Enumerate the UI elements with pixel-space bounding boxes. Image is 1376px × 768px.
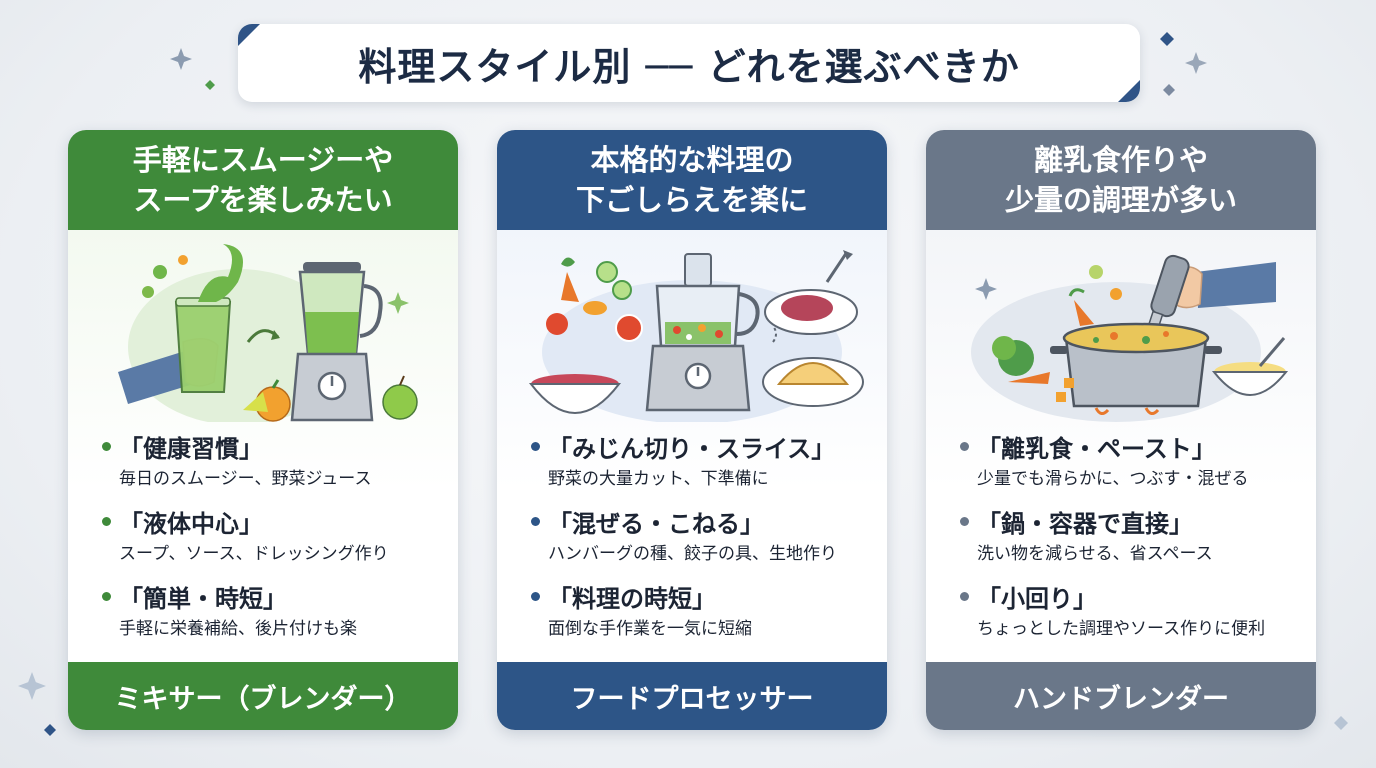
sparkle-icon	[205, 80, 215, 90]
list-item: 「液体中心」 スープ、ソース、ドレッシング作り	[102, 505, 448, 564]
bullet-icon	[960, 516, 969, 526]
card-hand-blender: 離乳食作りや 少量の調理が多い	[926, 130, 1316, 730]
sparkle-icon	[1185, 52, 1207, 74]
feature-desc: 手軽に栄養補給、後片付けも楽	[119, 619, 357, 639]
list-item: 「小回り」 ちょっとした調理やソース作りに便利	[960, 580, 1306, 639]
feature-desc: 面倒な手作業を一気に短縮	[548, 619, 752, 639]
card-heading-line: 本格的な料理の	[590, 143, 794, 177]
list-item: 「健康習慣」 毎日のスムージー、野菜ジュース	[102, 430, 448, 489]
card-heading: 手軽にスムージーや スープを楽しみたい	[68, 130, 458, 230]
bullet-icon	[960, 441, 969, 451]
sparkle-icon	[18, 672, 46, 700]
card-heading-line: 手軽にスムージーや	[132, 143, 394, 177]
feature-title: 「混ぜる・こねる」	[548, 509, 764, 538]
card-heading-line: スープを楽しみたい	[133, 183, 393, 217]
feature-list: 「みじん切り・スライス」 野菜の大量カット、下準備に 「混ぜる・こねる」 ハンバ…	[531, 430, 877, 655]
feature-desc: ハンバーグの種、餃子の具、生地作り	[548, 544, 837, 564]
blender-smoothie-icon	[118, 244, 418, 422]
feature-title: 「料理の時短」	[548, 584, 716, 613]
card-food-processor: 本格的な料理の 下ごしらえを楽に	[497, 130, 887, 730]
feature-desc: ちょっとした調理やソース作りに便利	[977, 619, 1266, 639]
card-body: 「離乳食・ペースト」 少量でも滑らかに、つぶす・混ぜる 「鍋・容器で直接」 洗い…	[926, 230, 1316, 662]
list-item: 「みじん切り・スライス」 野菜の大量カット、下準備に	[531, 430, 877, 489]
sparkle-icon	[1334, 716, 1348, 730]
card-footer-label: ミキサー（ブレンダー）	[68, 662, 458, 730]
feature-title: 「小回り」	[977, 584, 1097, 613]
card-heading-line: 下ごしらえを楽に	[575, 183, 808, 217]
feature-title: 「簡単・時短」	[119, 584, 287, 613]
feature-desc: スープ、ソース、ドレッシング作り	[119, 544, 389, 564]
card-heading-line: 離乳食作りや	[1033, 143, 1208, 177]
list-item: 「混ぜる・こねる」 ハンバーグの種、餃子の具、生地作り	[531, 505, 877, 564]
card-heading-line: 少量の調理が多い	[1004, 183, 1237, 217]
title-corner-accent	[1118, 80, 1140, 102]
title-banner: 料理スタイル別 ── どれを選ぶべきか	[238, 24, 1140, 102]
feature-title: 「健康習慣」	[119, 434, 263, 463]
list-item: 「鍋・容器で直接」 洗い物を減らせる、省スペース	[960, 505, 1306, 564]
bullet-icon	[531, 591, 540, 601]
card-body: 「みじん切り・スライス」 野菜の大量カット、下準備に 「混ぜる・こねる」 ハンバ…	[497, 230, 887, 662]
feature-desc: 毎日のスムージー、野菜ジュース	[119, 469, 372, 489]
feature-desc: 洗い物を減らせる、省スペース	[977, 544, 1213, 564]
bullet-icon	[960, 591, 969, 601]
card-body: 「健康習慣」 毎日のスムージー、野菜ジュース 「液体中心」 スープ、ソース、ドレ…	[68, 230, 458, 662]
sparkle-icon	[170, 48, 192, 70]
page-title: 料理スタイル別 ── どれを選ぶべきか	[358, 44, 1020, 89]
bullet-icon	[102, 516, 111, 526]
bullet-icon	[531, 516, 540, 526]
bullet-icon	[102, 591, 111, 601]
feature-title: 「離乳食・ペースト」	[977, 434, 1216, 463]
feature-desc: 野菜の大量カット、下準備に	[548, 469, 769, 489]
list-item: 「簡単・時短」 手軽に栄養補給、後片付けも楽	[102, 580, 448, 639]
hand-blender-pot-icon	[971, 254, 1289, 422]
title-corner-accent	[238, 24, 260, 46]
feature-title: 「液体中心」	[119, 509, 263, 538]
feature-title: 「鍋・容器で直接」	[977, 509, 1193, 538]
feature-list: 「離乳食・ペースト」 少量でも滑らかに、つぶす・混ぜる 「鍋・容器で直接」 洗い…	[960, 430, 1306, 655]
sparkle-icon	[44, 724, 56, 736]
food-processor-icon	[528, 250, 864, 422]
bullet-icon	[102, 441, 111, 451]
feature-desc: 少量でも滑らかに、つぶす・混ぜる	[977, 469, 1249, 489]
card-heading: 本格的な料理の 下ごしらえを楽に	[497, 130, 887, 230]
sparkle-icon	[1163, 84, 1175, 96]
card-mixer: 手軽にスムージーや スープを楽しみたい	[68, 130, 458, 730]
card-footer-label: フードプロセッサー	[497, 662, 887, 730]
card-heading: 離乳食作りや 少量の調理が多い	[926, 130, 1316, 230]
list-item: 「料理の時短」 面倒な手作業を一気に短縮	[531, 580, 877, 639]
sparkle-icon	[1160, 32, 1174, 46]
list-item: 「離乳食・ペースト」 少量でも滑らかに、つぶす・混ぜる	[960, 430, 1306, 489]
feature-list: 「健康習慣」 毎日のスムージー、野菜ジュース 「液体中心」 スープ、ソース、ドレ…	[102, 430, 448, 655]
bullet-icon	[531, 441, 540, 451]
card-footer-label: ハンドブレンダー	[926, 662, 1316, 730]
feature-title: 「みじん切り・スライス」	[548, 434, 836, 463]
